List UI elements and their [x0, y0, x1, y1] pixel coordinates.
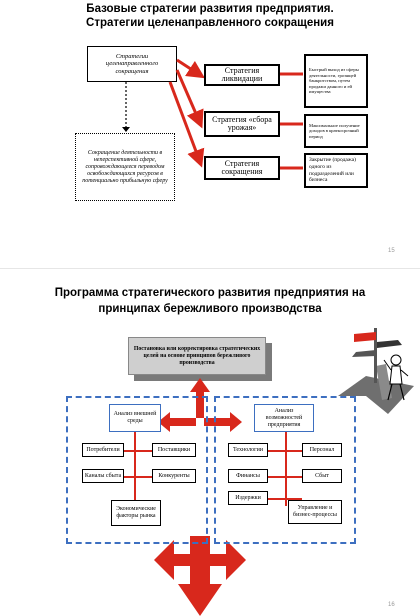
strategy-liquidation: Стратегия ликвидации — [204, 64, 280, 86]
person-signpost-illustration — [338, 328, 414, 414]
slide2-title-line2: принципах бережливого производства — [98, 303, 322, 315]
central-strategy-box: Стратегии целенаправленного сокращения — [87, 46, 177, 82]
item-consumers: Потребители — [82, 443, 124, 457]
external-analysis-header: Анализ внешней среды — [109, 404, 161, 432]
strategy-reduction: Стратегия сокращения — [204, 156, 280, 180]
item-economic-factors: Экономические факторы рынка — [111, 500, 161, 526]
strategy-liquidation-desc: Быстрый выход из сферы деятельности, гро… — [304, 54, 368, 108]
right-branch-1 — [268, 450, 302, 452]
strategy-harvest-desc: Максимальное получение доходов в краткос… — [304, 114, 368, 148]
right-panel-trunk — [285, 432, 287, 506]
slide-separator — [0, 268, 420, 269]
right-branch-3 — [268, 498, 302, 500]
left-panel-trunk — [134, 432, 136, 512]
slide1-title-line2: Стратегии целенаправленного сокращения — [86, 17, 334, 29]
left-branch-2 — [122, 476, 152, 478]
slide2-page-number: 16 — [388, 602, 395, 608]
external-analysis-panel — [66, 396, 208, 544]
slide1-arrows — [122, 58, 303, 170]
item-sales: Сбыт — [302, 469, 342, 483]
item-competitors: Конкуренты — [152, 469, 196, 483]
left-branch-1 — [122, 450, 152, 452]
item-management-processes: Управление и бизнес-процессы — [288, 500, 342, 524]
dotted-resource-box: Сокращение деятельности в неперспективно… — [75, 133, 175, 201]
internal-analysis-header: Анализ возможностей предприятия — [254, 404, 314, 432]
item-personnel: Персонал — [302, 443, 342, 457]
strategy-harvest: Стратегия «сбора урожая» — [204, 111, 280, 137]
item-technologies: Технологии — [228, 443, 268, 457]
item-sales-channels: Каналы сбыта — [82, 469, 124, 483]
slide1-page-number: 15 — [388, 248, 395, 254]
internal-analysis-panel — [214, 396, 356, 544]
item-suppliers: Поставщики — [152, 443, 196, 457]
item-finance: Финансы — [228, 469, 268, 483]
goal-setting-box: Постановка или корректировка стратегичес… — [128, 337, 266, 375]
strategy-reduction-desc: Закрытие (продажа) одного из подразделен… — [304, 153, 368, 188]
slide2-title-line1: Программа стратегического развития предп… — [54, 287, 366, 299]
slide2-red-arrows — [154, 378, 246, 616]
right-branch-2 — [268, 476, 302, 478]
item-costs: Издержки — [228, 491, 268, 505]
slide1-title-line1: Базовые стратегии развития предприятия. — [86, 3, 334, 15]
